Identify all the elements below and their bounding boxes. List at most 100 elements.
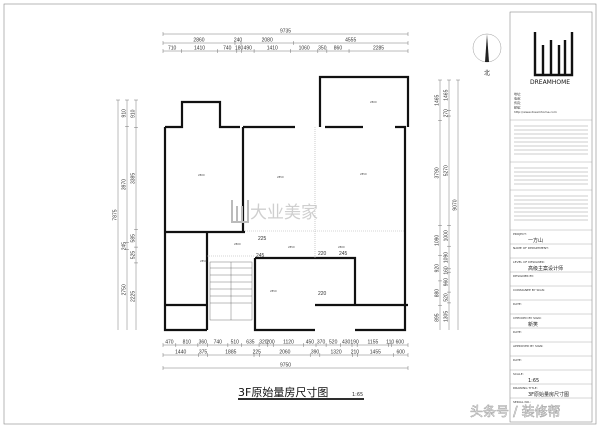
dimension-value: 1305 [444, 311, 450, 322]
dimension-value: 5270 [444, 165, 450, 176]
dimension-value: 2750 [122, 284, 128, 295]
dimension-value: 350 [318, 46, 327, 52]
dimension-value: 3385 [131, 173, 137, 184]
dimension-value: 9070 [453, 199, 459, 210]
dimension-value: 225 [253, 350, 262, 356]
dimension-value: 370 [317, 340, 326, 346]
dimension-value: 245 [122, 242, 128, 251]
brand-logo: DREAMHOME [530, 32, 574, 86]
dimension-value: 1060 [299, 46, 310, 52]
field-label: LEVEL OF DESIGNER: [513, 260, 545, 264]
dimension-value: 430 [342, 340, 351, 346]
dimension-value: 585 [131, 234, 137, 243]
dimension-value: 240 [234, 38, 243, 44]
drawing-title: 3F原始量房尺寸图 [238, 385, 328, 399]
dimension-value: 710 [168, 46, 177, 52]
dimension-value: 7875 [113, 209, 119, 220]
drawing-scale: 1:65 [352, 392, 363, 398]
dimension-value: 4555 [345, 38, 356, 44]
dimension-value: 910 [131, 109, 137, 118]
dimension-value: 520 [329, 340, 338, 346]
beam-hatching [207, 127, 405, 258]
dimension-value: 860 [334, 46, 343, 52]
dimension-value: 740 [223, 46, 232, 52]
field-value: 新笑 [528, 321, 538, 328]
title-block: 地址：电话：传真：邮编：http://www.dreamhome.comPROJ… [510, 91, 592, 404]
field-label: PROJECT: [513, 232, 527, 236]
dimension-value: 375 [199, 350, 208, 356]
field-label: CHECKED BY SIGN: [513, 316, 542, 320]
dreamhome-logo-icon [533, 32, 574, 77]
dimension-value: 1440 [175, 350, 186, 356]
walls [163, 75, 410, 332]
dimension-value: 2285 [373, 46, 384, 52]
drawing-frame [3, 3, 597, 425]
dimension-value: 920 [435, 264, 441, 273]
north-arrow: 北 [472, 33, 502, 77]
north-arrow-icon [485, 34, 489, 62]
dimension-value: 360 [199, 340, 208, 346]
dimension-value: 2060 [279, 350, 290, 356]
dimension-value: 520 [444, 293, 450, 302]
field-value: 3F原始量房尺寸图 [528, 391, 569, 398]
company-info-line: 地址： [514, 91, 523, 96]
center-watermark: 大业美家 [250, 203, 318, 223]
dimension-value: 2860 [193, 38, 204, 44]
dimension-value: 270 [444, 109, 450, 118]
dimension-value: 635 [246, 340, 255, 346]
field-label: DATE: [513, 302, 522, 306]
watermark-logo-icon [231, 200, 249, 223]
company-info-line: 邮编： [514, 105, 523, 110]
dimension-value: 320 [259, 340, 268, 346]
room-height-label: 2800 [338, 245, 345, 249]
dimension-value: 9735 [280, 29, 291, 35]
dimension-value: 1465 [444, 89, 450, 100]
field-value: 高级主案设计师 [528, 265, 563, 272]
beam-label: 245 [339, 251, 348, 257]
dimension-value: 1885 [225, 350, 236, 356]
dimension-value: 1455 [370, 350, 381, 356]
dimension-value: 490 [244, 46, 253, 52]
field-value: 1:65 [528, 378, 539, 384]
dimension-value: 2225 [131, 291, 137, 302]
field-label: SCALE: [513, 372, 524, 376]
dimension-value: 1090 [435, 235, 441, 246]
beam-label: 245 [256, 253, 265, 259]
north-label: 北 [484, 69, 490, 77]
dimension-value: 895 [435, 313, 441, 322]
company-info-line: 电话： [514, 96, 523, 101]
room-height-label: 2800 [198, 173, 205, 177]
field-label: DATE: [513, 358, 522, 362]
field-label: NAME OF DEPARTMENT: [513, 246, 549, 250]
dimension-value: 1410 [194, 46, 205, 52]
dimension-value: 880 [435, 289, 441, 298]
room-height-label: 2850 [270, 289, 277, 293]
dimension-value: 190 [350, 340, 359, 346]
beam-label: 225 [258, 236, 267, 242]
beam-label: 220 [318, 291, 327, 297]
dimension-value: 450 [306, 340, 315, 346]
dimension-value: 210 [351, 350, 360, 356]
dimension-value: 1000 [444, 230, 450, 241]
dimension-value: 1465 [435, 94, 441, 105]
dimension-value: 110 [386, 340, 394, 346]
field-label: DATE: [513, 330, 522, 334]
dimension-value: 1410 [267, 46, 278, 52]
dimension-value: 1155 [368, 340, 379, 346]
room-height-label: 2800 [370, 100, 377, 104]
dimension-value: 2080 [262, 38, 273, 44]
dimension-value: 740 [214, 340, 223, 346]
field-label: SERIAL NO.: [513, 400, 531, 404]
field-label: CONSIGNEE BY SIGN: [513, 288, 545, 292]
dimension-value: 3970 [122, 179, 128, 190]
beam-label: 220 [318, 251, 327, 257]
dimension-value: 3790 [435, 167, 441, 178]
dimension-value: 1320 [330, 350, 341, 356]
dimension-value: 960 [444, 278, 450, 287]
field-value: 一方山 [528, 237, 543, 244]
company-info-line: http://www.dreamhome.com [514, 110, 557, 114]
staircase [209, 261, 253, 321]
